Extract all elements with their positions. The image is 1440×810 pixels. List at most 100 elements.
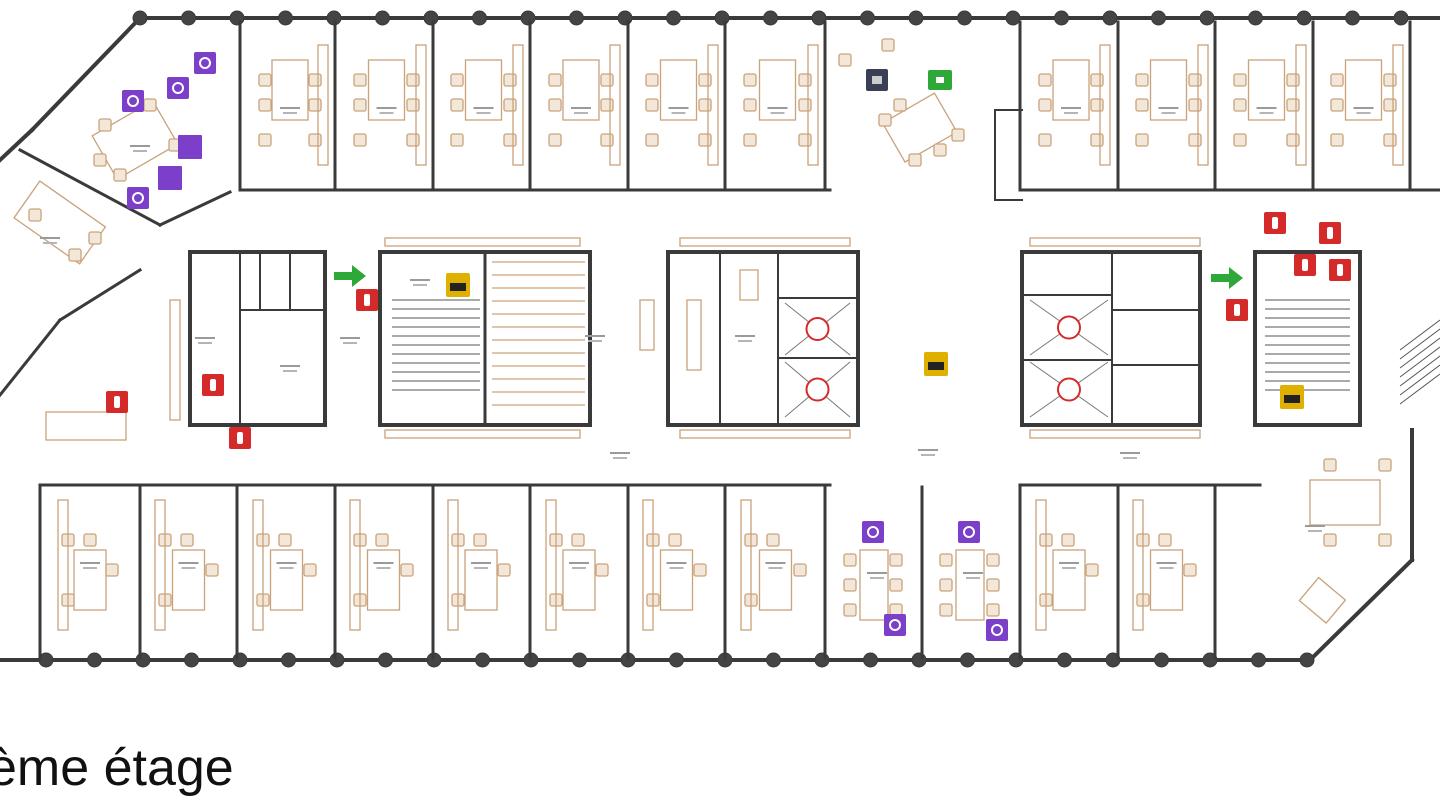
- column: [814, 652, 830, 668]
- desk: [447, 499, 459, 631]
- column: [520, 10, 536, 26]
- chair: [645, 133, 659, 147]
- chair: [1090, 133, 1104, 147]
- chair: [93, 153, 107, 167]
- desk: [366, 549, 401, 611]
- chair: [98, 118, 112, 132]
- desk: [384, 429, 581, 439]
- desk: [45, 411, 127, 441]
- desk: [758, 549, 793, 611]
- chair: [450, 98, 464, 112]
- room-label: [1308, 530, 1322, 532]
- room-label: [1059, 562, 1079, 564]
- room-label: [130, 145, 150, 147]
- chair: [933, 143, 947, 157]
- room-label: [80, 562, 100, 564]
- column: [669, 652, 684, 668]
- room-label: [1156, 562, 1177, 564]
- column: [132, 10, 148, 26]
- chair: [503, 133, 517, 147]
- fire-extinguisher-icon-6: [1294, 254, 1316, 276]
- fire-icon-glyph: [237, 432, 243, 444]
- room-label: [966, 577, 980, 579]
- chair: [1135, 73, 1149, 87]
- device-icon-bg: [194, 52, 216, 74]
- green-icon-glyph: [936, 77, 944, 83]
- room-label: [572, 567, 586, 569]
- column: [811, 10, 827, 26]
- chair: [951, 128, 965, 142]
- floor-caption: ème étage: [0, 739, 234, 797]
- chair: [83, 533, 97, 547]
- chair: [1323, 533, 1337, 547]
- desk: [758, 59, 797, 121]
- room-label: [767, 107, 788, 109]
- defibrillator-icon-2: [924, 352, 948, 376]
- chair: [400, 563, 414, 577]
- device-icon-glyph: [991, 624, 1003, 636]
- meeting-room-device-icon-3: [986, 619, 1008, 641]
- desk: [686, 299, 702, 371]
- room-label: [765, 562, 786, 564]
- chair: [986, 603, 1000, 617]
- desk: [642, 499, 654, 631]
- room-label: [410, 279, 430, 281]
- meeting-room-device-icon-2: [884, 614, 906, 636]
- chair: [503, 98, 517, 112]
- stair-step: [1399, 364, 1440, 396]
- column: [666, 10, 681, 26]
- room-label: [276, 562, 297, 564]
- chair: [1061, 533, 1075, 547]
- room-label: [613, 457, 627, 459]
- room-label: [921, 454, 935, 456]
- fire-extinguisher-icon-7: [1329, 259, 1351, 281]
- chair: [1188, 133, 1202, 147]
- wall: [0, 127, 35, 163]
- elevator-no-fire-icon: [805, 317, 830, 341]
- chair: [1158, 533, 1172, 547]
- fire-extinguisher-icon-0: [356, 289, 378, 311]
- desk: [1392, 44, 1404, 166]
- device-icon-1: [167, 77, 189, 99]
- defibrillator-icon-glyph: [450, 283, 466, 291]
- wall: [158, 190, 232, 227]
- stair-step: [1399, 319, 1440, 351]
- defibrillator-icon-glyph: [928, 362, 944, 370]
- room-label: [40, 237, 60, 239]
- chair: [308, 98, 322, 112]
- chair: [698, 133, 712, 147]
- meeting-table: [881, 92, 958, 163]
- fire-extinguisher-icon-1: [202, 374, 224, 396]
- symbols: [106, 52, 1351, 641]
- chair: [1038, 98, 1052, 112]
- cores: [188, 250, 1440, 427]
- desk: [740, 499, 752, 631]
- chair: [1233, 98, 1247, 112]
- room-label: [1353, 107, 1374, 109]
- chair: [143, 98, 157, 112]
- desk: [707, 44, 719, 166]
- chair: [1330, 133, 1344, 147]
- wall: [57, 267, 143, 323]
- desk: [512, 44, 524, 166]
- chair: [303, 563, 317, 577]
- room-label: [666, 562, 687, 564]
- defibrillator-icon-1: [1280, 385, 1304, 409]
- device-icon-bg: [158, 166, 182, 190]
- room-label: [280, 107, 300, 109]
- fire-extinguisher-icon-5: [1319, 222, 1341, 244]
- desk: [317, 44, 329, 166]
- chair: [258, 98, 272, 112]
- desk: [57, 499, 69, 631]
- device-icon-bg: [122, 90, 144, 112]
- chair: [105, 563, 119, 577]
- room-label: [1064, 112, 1078, 114]
- chair: [88, 231, 102, 245]
- chair: [939, 553, 953, 567]
- elevator-no-fire-icon: [1057, 377, 1081, 402]
- room-label: [181, 567, 196, 569]
- chair: [939, 578, 953, 592]
- chair: [766, 533, 780, 547]
- chair: [205, 563, 219, 577]
- chair: [353, 133, 367, 147]
